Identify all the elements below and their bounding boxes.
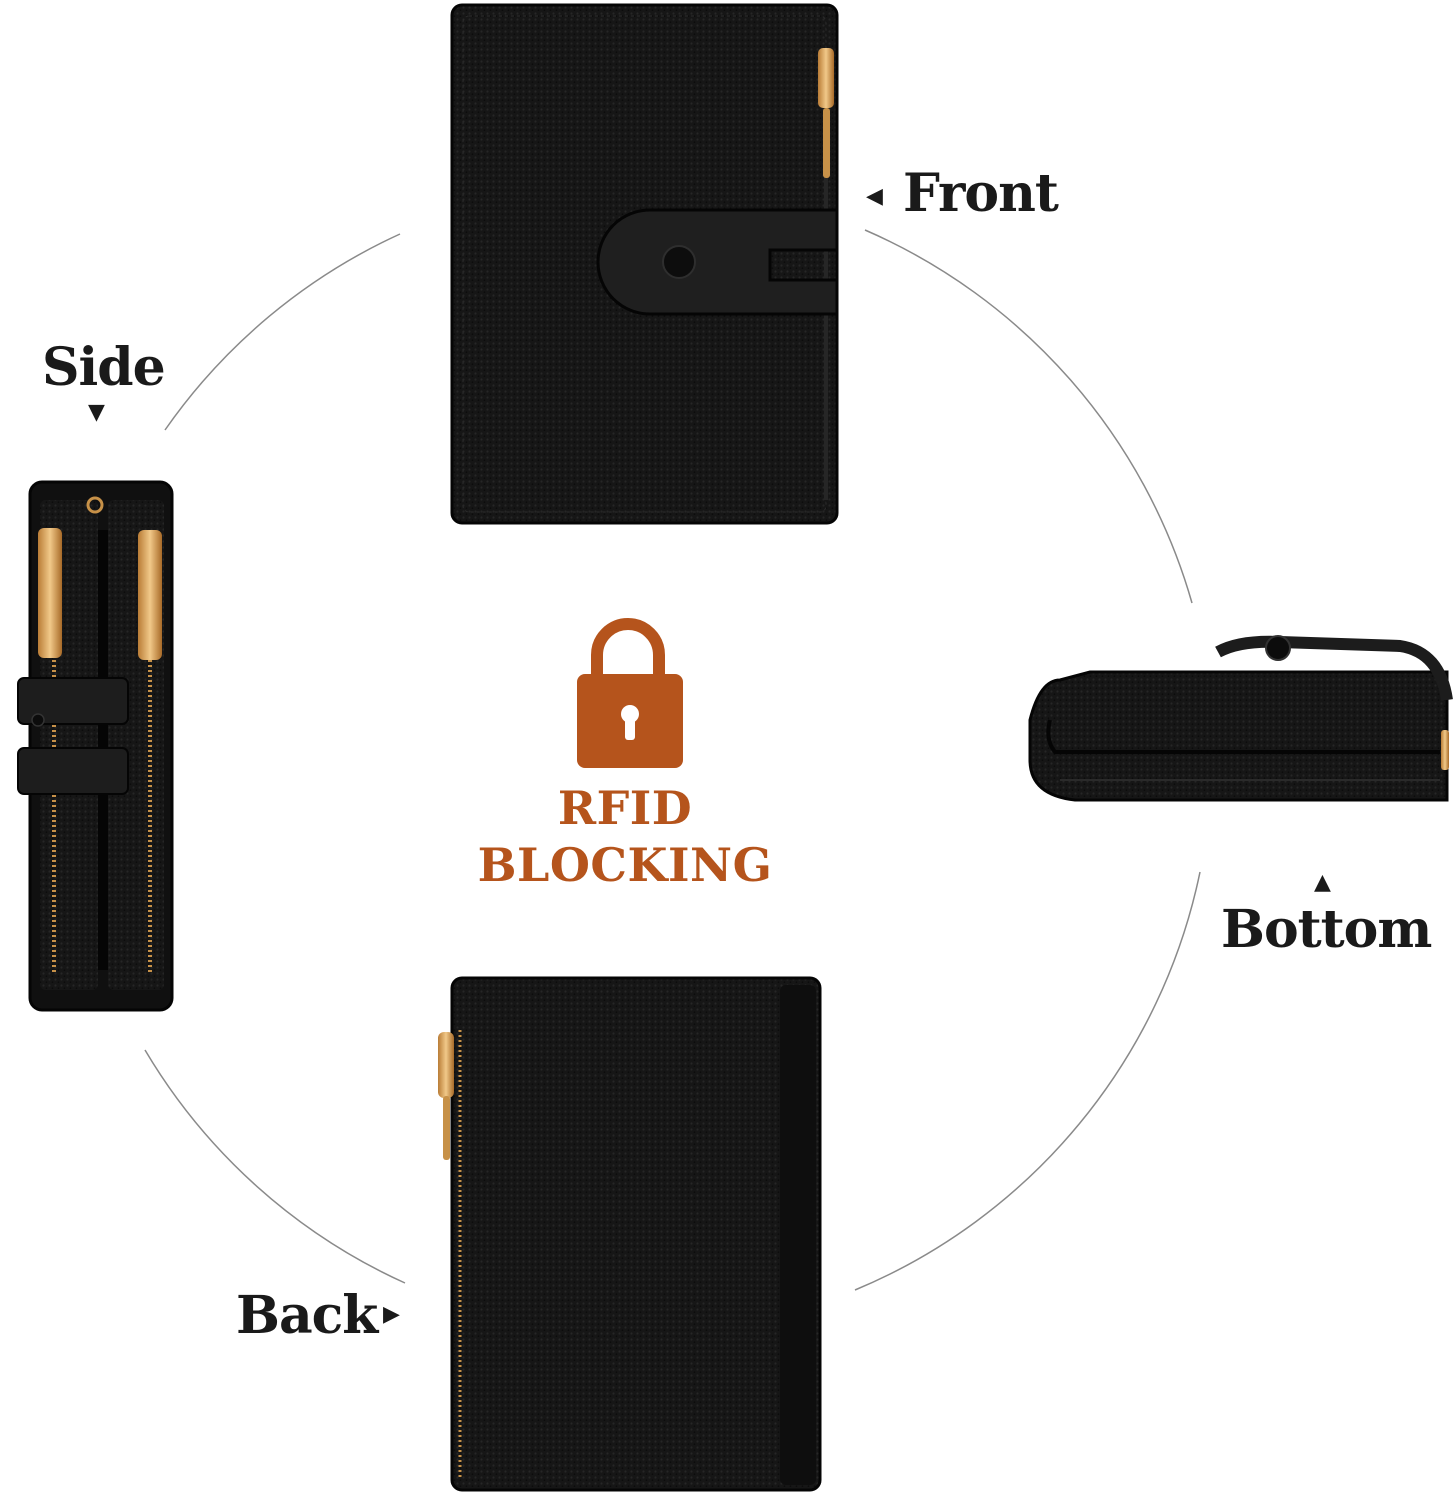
padlock-icon: [577, 618, 683, 768]
front-label: Front: [903, 163, 1059, 224]
circle-arcs: [144, 229, 1201, 1291]
rfid-label: RFID: [557, 781, 693, 835]
blocking-label: BLOCKING: [477, 838, 773, 892]
wallet-back-image: [438, 976, 822, 1492]
arrow-down-icon: ▼: [88, 400, 105, 425]
wallet-bottom-image: [1028, 635, 1453, 802]
arrow-left-icon: ◀: [866, 184, 883, 209]
wallet-front-image: [450, 3, 839, 525]
back-label: Back: [236, 1285, 378, 1346]
arrow-right-icon: ▶: [383, 1302, 400, 1327]
side-label: Side: [42, 337, 166, 398]
bottom-label: Bottom: [1221, 899, 1432, 960]
arrow-up-icon: ▲: [1314, 870, 1331, 895]
wallet-side-image: [17, 480, 174, 1012]
